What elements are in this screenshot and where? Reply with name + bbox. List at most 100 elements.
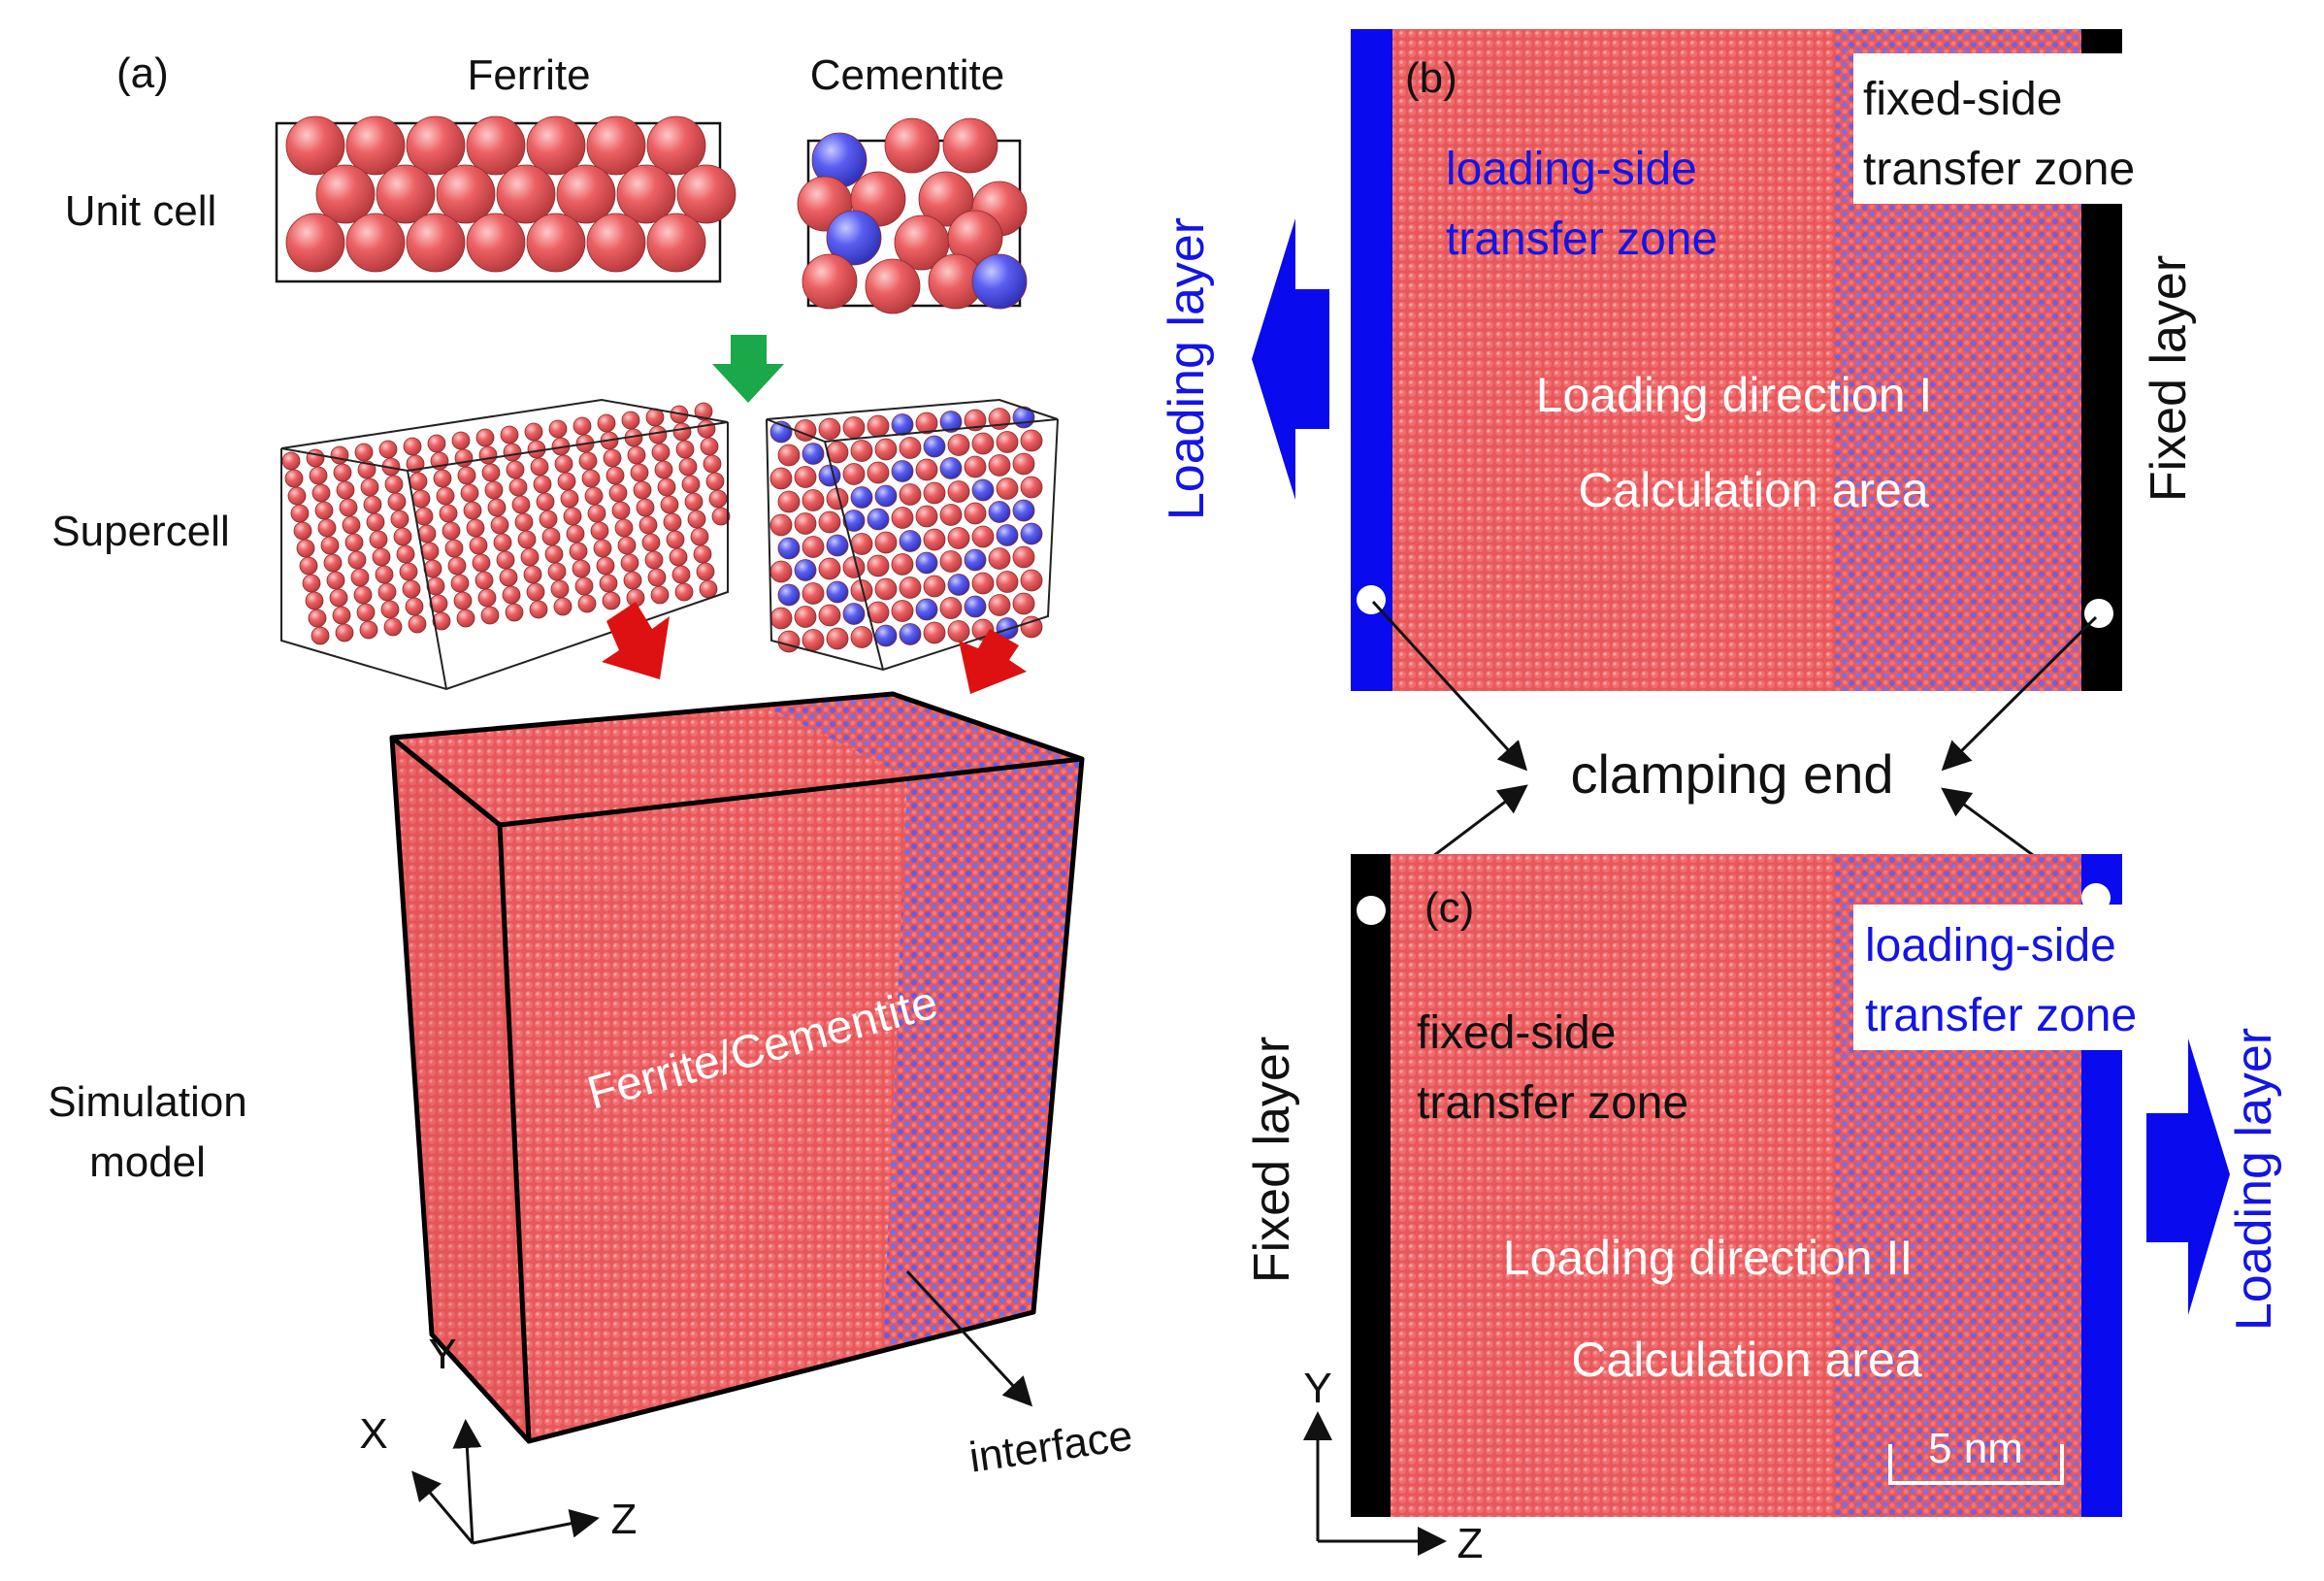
supercell-iron-atom: [867, 414, 890, 438]
supercell-ferrite-atom: [577, 594, 597, 613]
supercell-iron-atom: [850, 440, 873, 462]
supercell-ferrite-atom: [330, 445, 349, 465]
supercell-ferrite-atom: [472, 553, 491, 573]
supercell-ferrite-atom: [548, 419, 568, 439]
supercell-carbon-atom: [777, 583, 801, 607]
supercell-iron-atom: [826, 627, 849, 650]
supercell-ferrite-atom: [477, 588, 497, 608]
supercell-ferrite-atom: [611, 501, 631, 520]
supercell-carbon-atom: [794, 559, 817, 581]
supercell-iron-atom: [874, 531, 898, 554]
supercell-ferrite-atom: [405, 597, 424, 616]
supercell-ferrite-atom: [439, 504, 458, 523]
panel-b-loading-layer-bar: [1351, 29, 1392, 691]
panel-b-fixed-zone-line2: transfer zone: [1863, 144, 2135, 195]
supercell-carbon-atom: [947, 574, 970, 596]
supercell-iron-atom: [923, 481, 946, 505]
supercell-ferrite-atom: [354, 443, 374, 462]
panel-b-label: (b): [1405, 54, 1457, 102]
ferrite-atom: [345, 115, 406, 176]
panel-b-fixed-zone-line1: fixed-side: [1863, 74, 2062, 125]
supercell-ferrite-atom: [569, 542, 588, 561]
supercell-iron-atom: [1012, 452, 1035, 476]
supercell-carbon-atom: [1020, 522, 1043, 545]
supercell-carbon-atom: [899, 530, 922, 552]
supercell-ferrite-atom: [572, 559, 591, 578]
supercell-carbon-atom: [915, 551, 938, 575]
supercell-ferrite-atom: [396, 544, 415, 564]
ferrite-atom: [586, 115, 646, 176]
supercell-ferrite-atom: [648, 425, 668, 445]
supercell-ferrite-atom: [672, 422, 692, 442]
supercell-iron-atom: [1020, 615, 1043, 639]
cementite-column-title: Cementite: [810, 51, 1005, 99]
supercell-iron-atom: [1020, 429, 1043, 452]
supercell-ferrite-atom: [326, 571, 345, 590]
supercell-ferrite-atom: [466, 518, 485, 538]
supercell-ferrite-atom: [496, 550, 515, 570]
supercell-ferrite-atom: [336, 480, 355, 500]
supercell-ferrite-atom: [597, 413, 616, 433]
supercell-ferrite-atom: [342, 515, 361, 535]
supercell-carbon-atom: [818, 464, 841, 487]
supercell-iron-atom: [939, 550, 963, 573]
supercell-carbon-atom: [874, 624, 898, 647]
supercell-ferrite-atom: [380, 600, 400, 619]
panel-c-fixed-layer-label: Fixed layer: [1244, 1037, 1300, 1283]
supercell-ferrite-atom: [693, 544, 712, 564]
supercell-ferrite-atom: [660, 495, 679, 514]
supercell-ferrite-atom: [636, 498, 655, 517]
supercell-iron-atom: [971, 572, 995, 595]
supercell-carbon-atom: [874, 484, 898, 508]
supercell-iron-atom: [988, 547, 1011, 570]
supercell-ferrite-atom: [557, 472, 576, 491]
supercell-ferrite-atom: [363, 495, 382, 514]
supercell-ferrite-atom: [708, 489, 728, 509]
supercell-ferrite-atom: [454, 448, 474, 468]
supercell-carbon-atom: [899, 623, 922, 645]
ferrite-atom: [676, 164, 736, 224]
supercell-ferrite-atom: [335, 623, 354, 642]
supercell-ferrite-atom: [481, 463, 501, 482]
supercell-ferrite-atom: [694, 402, 713, 421]
supercell-iron-atom: [971, 432, 995, 455]
supercell-carbon-atom: [891, 413, 914, 436]
supercell-carbon-atom: [891, 460, 914, 482]
supercell-ferrite-atom: [290, 504, 310, 523]
supercell-ferrite-atom: [508, 478, 528, 497]
supercell-iron-atom: [867, 461, 890, 484]
supercell-carbon-atom: [826, 580, 849, 604]
supercell-ferrite-atom: [408, 614, 427, 634]
supercell-iron-atom: [818, 511, 841, 534]
supercell-iron-atom: [1012, 592, 1035, 615]
supercell-ferrite-atom: [573, 416, 592, 436]
panel-c-fixed-zone-line2: transfer zone: [1417, 1077, 1688, 1129]
supercell-ferrite-atom: [566, 524, 585, 543]
panel-b-loading-zone-line2: transfer zone: [1446, 214, 1718, 265]
cementite-iron-atom: [802, 253, 858, 310]
ferrite-atom: [616, 164, 676, 224]
supercell-carbon-atom: [802, 443, 825, 465]
supercell-ferrite-atom: [296, 539, 315, 558]
supercell-ferrite-atom: [684, 492, 704, 511]
supercell-ferrite-atom: [703, 454, 722, 474]
supercell-iron-atom: [874, 577, 898, 601]
panel-c: (c) loading-side transfer zone fixed-sid…: [1244, 854, 2282, 1567]
supercell-ferrite-atom: [475, 571, 494, 590]
supercell-ferrite-atom: [503, 443, 522, 462]
supercell-ferrite-atom: [281, 451, 301, 471]
supercell-iron-atom: [891, 600, 914, 622]
supercell-ferrite-atom: [644, 550, 664, 570]
cementite-iron-atom: [918, 171, 974, 227]
supercell-ferrite-atom: [633, 480, 652, 500]
supercell-iron-atom: [971, 525, 995, 548]
supercell-carbon-atom: [1012, 499, 1035, 522]
cementite-unit-cell: [797, 117, 1028, 314]
ferrite-atom: [556, 164, 616, 224]
supercell-carbon-atom: [964, 548, 987, 572]
cementite-iron-atom: [865, 258, 921, 314]
supercell-ferrite-atom: [523, 565, 542, 584]
supercell-ferrite-atom: [309, 466, 328, 485]
supercell-ferrite-atom: [711, 507, 731, 526]
supercell-ferrite-atom: [469, 536, 488, 555]
